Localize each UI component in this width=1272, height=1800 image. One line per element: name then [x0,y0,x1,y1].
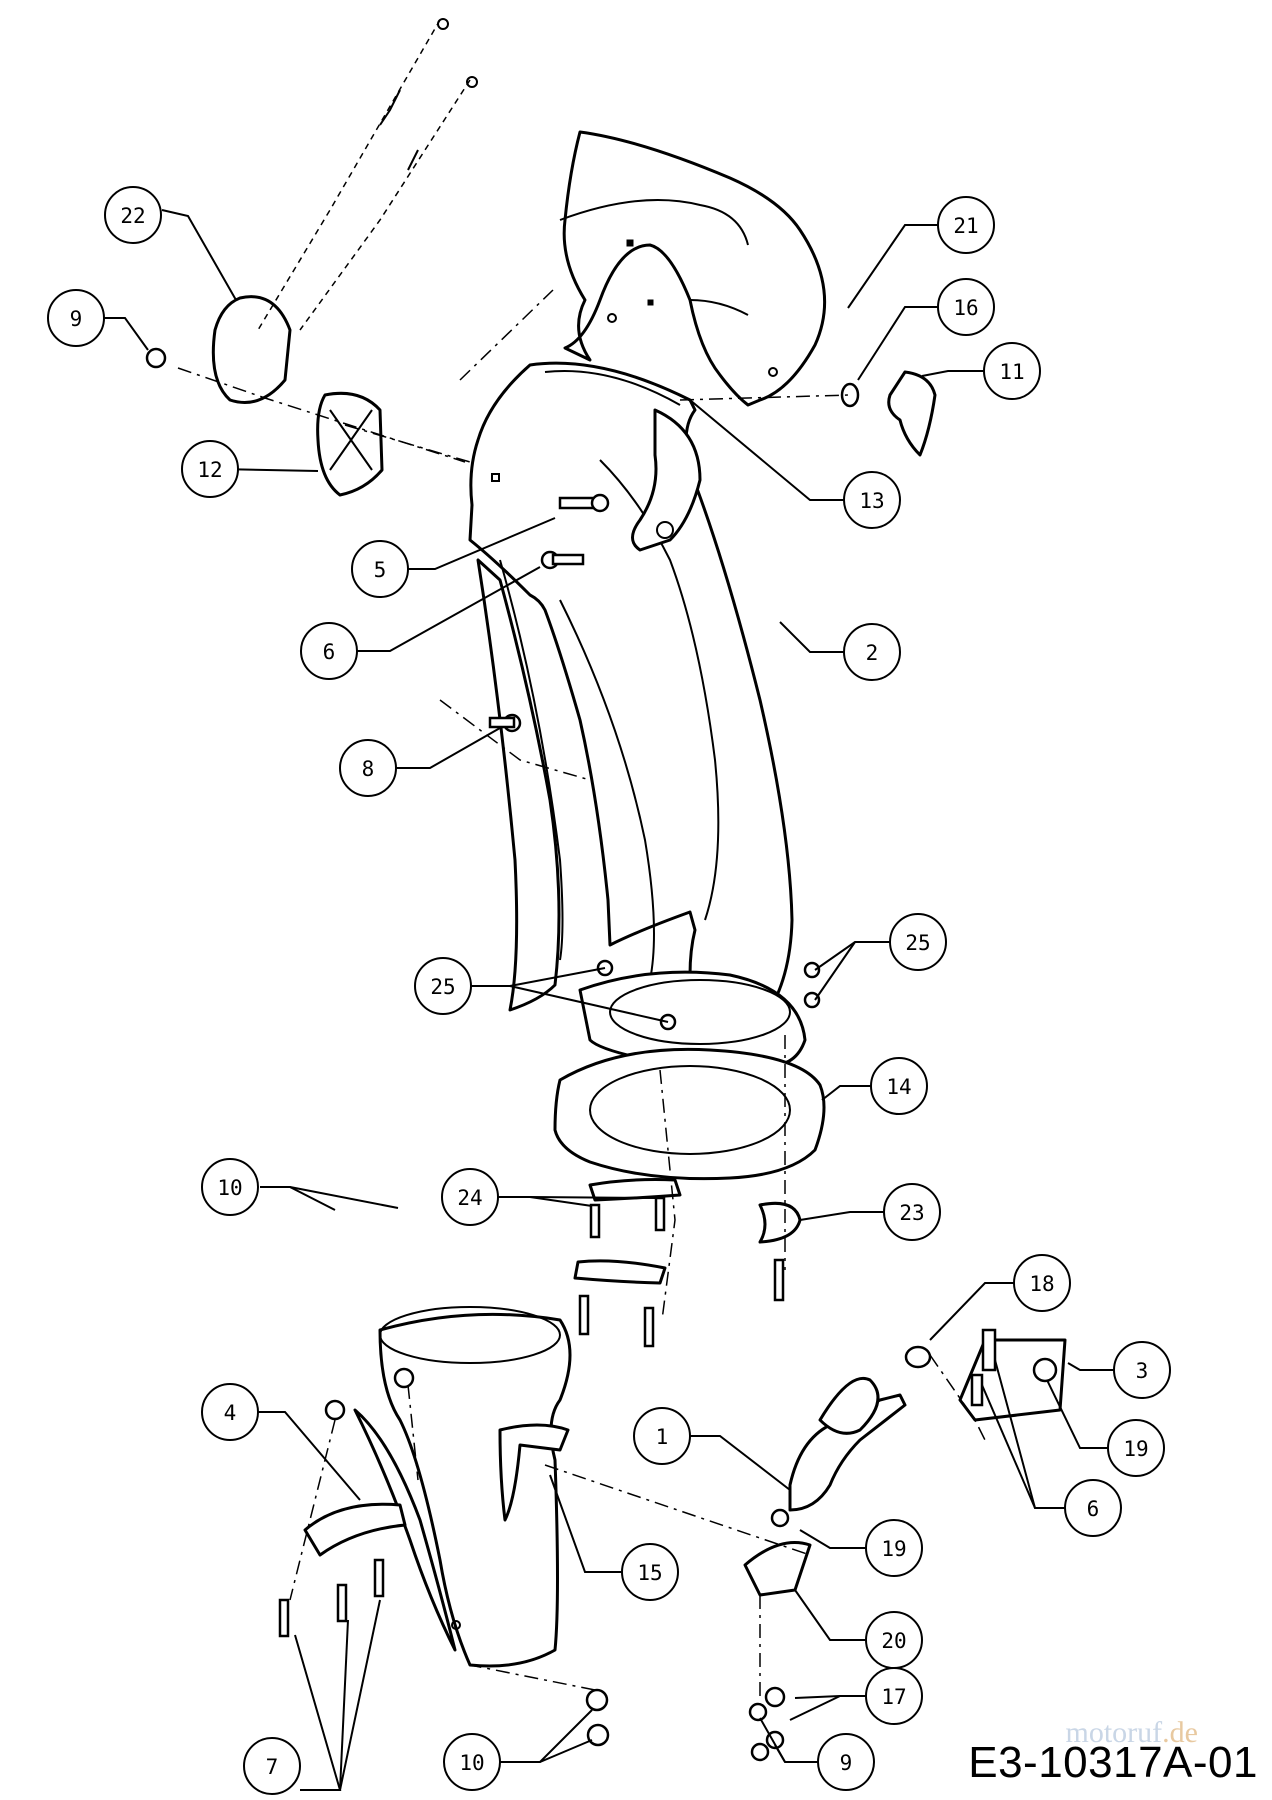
callout-label: 10 [459,1751,484,1775]
callout-label: 16 [953,296,978,320]
callout-6-top[interactable]: 6 [300,622,358,680]
callout-21[interactable]: 21 [937,196,995,254]
callout-label: 19 [881,1537,906,1561]
assembly-axis-lines [177,289,986,1700]
callout-24[interactable]: 24 [441,1168,499,1226]
callout-25-left[interactable]: 25 [414,957,472,1015]
part-chute-flange [578,959,821,1069]
part-swivel-ring [553,1047,826,1181]
callout-10-top[interactable]: 10 [201,1158,259,1216]
callout-17[interactable]: 17 [865,1667,923,1725]
callout-8[interactable]: 8 [339,739,397,797]
callout-label: 13 [859,489,884,513]
callout-16[interactable]: 16 [937,278,995,336]
callout-label: 22 [120,204,145,228]
callout-10-bottom[interactable]: 10 [443,1733,501,1791]
callout-label: 4 [224,1401,237,1425]
callout-label: 7 [266,1755,279,1779]
callout-19-center[interactable]: 19 [865,1519,923,1577]
callout-9-bottom[interactable]: 9 [817,1733,875,1791]
part-fasteners [278,493,790,1762]
callout-19-right[interactable]: 19 [1107,1419,1165,1477]
callout-label: 9 [70,307,83,331]
callout-7[interactable]: 7 [243,1737,301,1795]
callout-label: 12 [197,458,222,482]
part-knob [840,370,937,457]
part-ring-clips [573,1178,802,1348]
callout-9-top[interactable]: 9 [47,289,105,347]
callout-label: 8 [362,757,375,781]
callout-4[interactable]: 4 [201,1383,259,1441]
leader-lines [104,209,1115,1791]
callout-label: 18 [1029,1272,1054,1296]
callout-label: 3 [1136,1359,1149,1383]
callout-label: 10 [217,1176,242,1200]
part-crank-assembly [743,1328,1067,1597]
part-upper-chute [468,361,794,1042]
callout-label: 23 [899,1201,924,1225]
callout-2[interactable]: 2 [843,623,901,681]
callout-label: 24 [457,1186,482,1210]
part-cables [257,18,478,331]
callout-label: 9 [840,1751,853,1775]
callout-label: 6 [1087,1497,1100,1521]
diagram-code: E3-10317A-01 [968,1738,1258,1787]
part-lower-chute [303,1306,572,1668]
callout-label: 11 [999,360,1024,384]
callout-label: 17 [881,1685,906,1709]
callout-label: 6 [323,640,336,664]
callout-label: 2 [866,641,879,665]
callout-label: 19 [1123,1437,1148,1461]
callout-20[interactable]: 20 [865,1611,923,1669]
callout-18[interactable]: 18 [1013,1254,1071,1312]
callout-label: 21 [953,214,978,238]
callout-label: 14 [886,1075,911,1099]
callout-5[interactable]: 5 [351,540,409,598]
callout-6-right[interactable]: 6 [1064,1479,1122,1537]
watermark-logo: motoruf.de [1066,1716,1198,1750]
callout-1[interactable]: 1 [633,1407,691,1465]
callout-label: 25 [905,931,930,955]
callout-13[interactable]: 13 [843,471,901,529]
callout-label: 1 [656,1425,669,1449]
callout-label: 25 [430,975,455,999]
watermark-brand: motoruf [1065,1716,1163,1749]
watermark-suffix: .de [1162,1716,1198,1749]
callout-label: 15 [637,1561,662,1585]
callout-22[interactable]: 22 [104,186,162,244]
part-handle-bracket [145,295,384,497]
callout-25-right[interactable]: 25 [889,913,947,971]
part-deflector [559,130,827,407]
callout-11[interactable]: 11 [983,342,1041,400]
callout-label: 5 [374,558,387,582]
callout-12[interactable]: 12 [181,440,239,498]
callout-14[interactable]: 14 [870,1057,928,1115]
callout-15[interactable]: 15 [621,1543,679,1601]
callout-label: 20 [881,1629,906,1653]
callout-3[interactable]: 3 [1113,1341,1171,1399]
callout-23[interactable]: 23 [883,1183,941,1241]
